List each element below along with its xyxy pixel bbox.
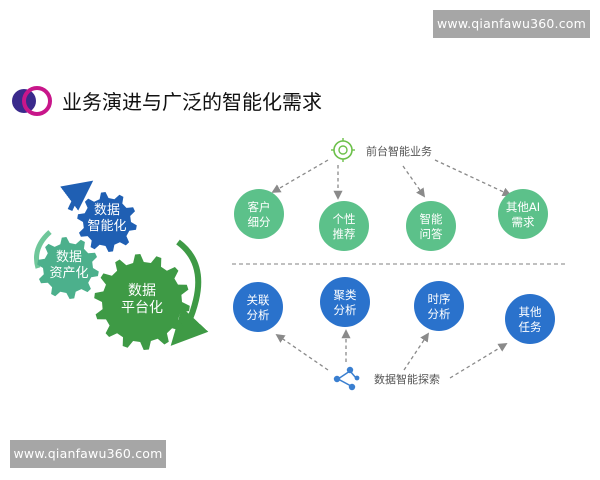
node-cluster-analysis: 聚类 分析 <box>320 277 370 327</box>
target-icon <box>331 138 355 162</box>
page-title: 业务演进与广泛的智能化需求 <box>62 90 322 114</box>
svg-text:关联: 关联 <box>247 293 270 307</box>
svg-text:个性: 个性 <box>333 212 356 226</box>
node-time-series-analysis: 时序 分析 <box>414 281 464 331</box>
svg-text:其他AI: 其他AI <box>506 200 540 214</box>
watermark-top: www.qianfawu360.com <box>433 10 590 38</box>
node-customer-segmentation: 客户 细分 <box>234 189 284 239</box>
svg-text:任务: 任务 <box>519 320 542 334</box>
svg-text:其他: 其他 <box>519 305 542 319</box>
gear-top-label-2: 智能化 <box>87 219 126 234</box>
gear-big-label-2: 平台化 <box>121 300 163 316</box>
gear-top-label-1: 数据 <box>94 203 120 218</box>
top-arrows <box>271 159 512 200</box>
gear-big-shape <box>94 254 190 350</box>
svg-text:细分: 细分 <box>248 215 271 229</box>
node-association-analysis: 关联 分析 <box>233 282 283 332</box>
node-other-tasks: 其他 任务 <box>505 294 555 344</box>
svg-text:需求: 需求 <box>512 215 535 229</box>
svg-text:问答: 问答 <box>420 227 443 241</box>
network-icon <box>333 366 360 391</box>
cycle-arrow-blue <box>60 180 94 212</box>
gear-top-shape <box>77 192 137 252</box>
gear-left-icon <box>37 237 99 299</box>
gear-big-label-1: 数据 <box>128 283 156 299</box>
svg-text:分析: 分析 <box>247 308 270 322</box>
bottom-arrows <box>275 329 508 379</box>
watermark-bottom: www.qianfawu360.com <box>10 440 166 468</box>
gear-left-shape <box>37 237 99 299</box>
cycle-arrow-green <box>170 239 209 346</box>
bottom-hub-label: 数据智能探索 <box>374 372 440 386</box>
svg-text:智能: 智能 <box>420 212 443 226</box>
top-hub-label: 前台智能业务 <box>366 144 432 158</box>
svg-text:聚类: 聚类 <box>334 288 357 302</box>
node-personalized-recommendation: 个性 推荐 <box>319 201 369 251</box>
svg-text:分析: 分析 <box>428 307 451 321</box>
gear-left-label-2: 资产化 <box>49 266 88 281</box>
logo-icon <box>12 86 52 116</box>
svg-text:推荐: 推荐 <box>333 227 356 241</box>
svg-text:客户: 客户 <box>248 200 271 214</box>
gear-big-icon <box>94 254 190 350</box>
gear-top-icon <box>77 192 137 252</box>
cycle-arrow-teal <box>34 230 52 269</box>
gear-left-label-1: 数据 <box>56 250 82 265</box>
svg-text:分析: 分析 <box>334 303 357 317</box>
svg-text:时序: 时序 <box>428 292 451 306</box>
node-intelligent-qa: 智能 问答 <box>406 201 456 251</box>
node-other-ai-needs: 其他AI 需求 <box>498 189 548 239</box>
